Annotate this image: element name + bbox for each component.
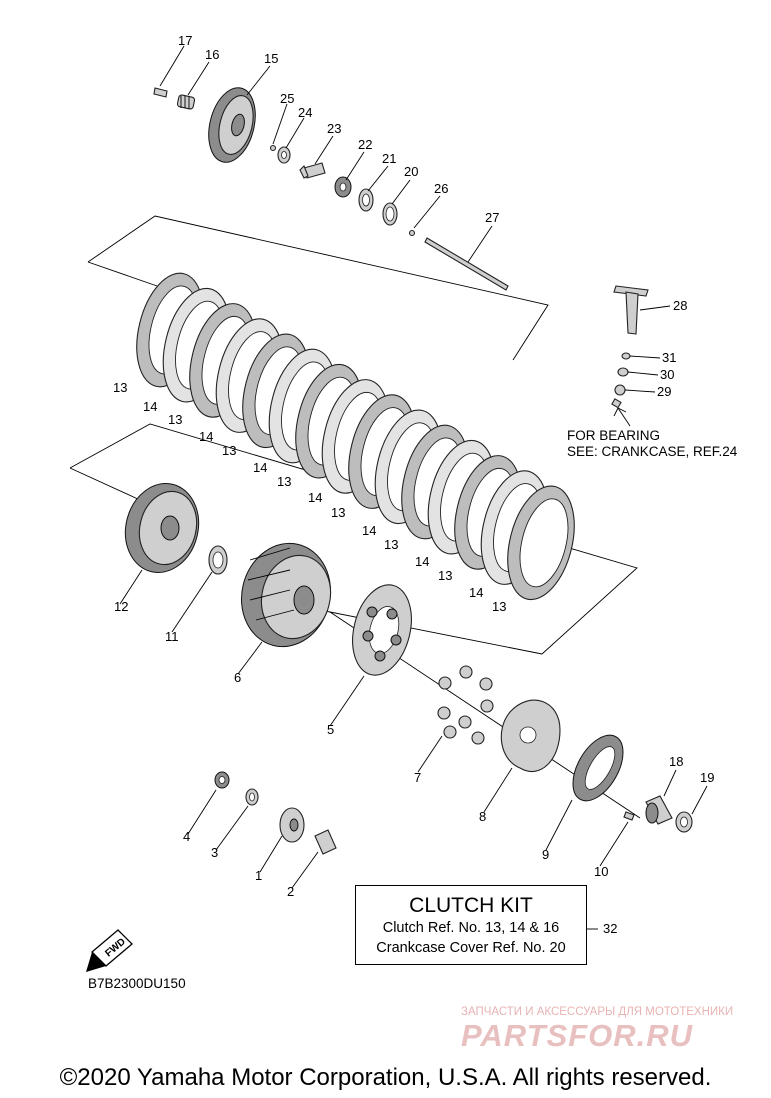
callout-1: 1 bbox=[255, 868, 262, 883]
diagram-code: B7B2300DU150 bbox=[88, 976, 186, 991]
starter-clutch-group bbox=[329, 584, 693, 833]
copyright: ©2020 Yamaha Motor Corporation, U.S.A. A… bbox=[59, 1064, 712, 1091]
callout-32: 32 bbox=[603, 921, 617, 936]
watermark-brand: PARTSFOR.RU bbox=[461, 1018, 694, 1053]
callout-10: 10 bbox=[594, 864, 608, 879]
callout-14-d: 14 bbox=[308, 490, 322, 505]
clutch-kit-line1: Clutch Ref. No. 13, 14 & 16 bbox=[382, 920, 560, 936]
callout-16: 16 bbox=[205, 47, 219, 62]
callout-4: 4 bbox=[183, 829, 190, 844]
callout-15: 15 bbox=[264, 51, 278, 66]
callout-12: 12 bbox=[114, 599, 128, 614]
callout-6: 6 bbox=[234, 670, 241, 685]
callout-24: 24 bbox=[298, 105, 312, 120]
callout-26: 26 bbox=[434, 181, 448, 196]
callout-7: 7 bbox=[414, 770, 421, 785]
callout-13-a: 13 bbox=[113, 380, 127, 395]
callout-13-h: 13 bbox=[492, 599, 506, 614]
callout-13-g: 13 bbox=[438, 568, 452, 583]
clutch-kit-title: CLUTCH KIT bbox=[409, 894, 533, 917]
clutch-kit-line2: Crankcase Cover Ref. No. 20 bbox=[376, 940, 566, 956]
callout-11: 11 bbox=[165, 629, 179, 644]
lower-parts bbox=[214, 771, 337, 855]
callout-9: 9 bbox=[542, 847, 549, 862]
callout-25: 25 bbox=[280, 91, 294, 106]
callout-19: 19 bbox=[700, 770, 714, 785]
callout-13-f: 13 bbox=[384, 537, 398, 552]
callout-20: 20 bbox=[404, 164, 418, 179]
bearing-note-line2: SEE: CRANKCASE, REF.24 bbox=[567, 444, 738, 459]
callout-13-d: 13 bbox=[277, 474, 291, 489]
callout-2: 2 bbox=[287, 884, 294, 899]
callouts: 17 16 15 25 24 23 22 21 20 26 27 28 31 3… bbox=[113, 33, 714, 936]
callout-22: 22 bbox=[358, 137, 372, 152]
callout-27: 27 bbox=[485, 210, 499, 225]
clutch-boss-group bbox=[124, 482, 332, 648]
callout-5: 5 bbox=[327, 722, 334, 737]
plate-bore bbox=[519, 498, 569, 588]
pressure-plate-group bbox=[153, 87, 509, 291]
watermark-tagline: ЗАПЧАСТИ И АКСЕССУАРЫ ДЛЯ МОТОТЕХНИКИ bbox=[461, 1006, 733, 1018]
callout-28: 28 bbox=[673, 298, 687, 313]
callout-14-b: 14 bbox=[199, 429, 213, 444]
leader-lines bbox=[119, 45, 708, 930]
callout-18: 18 bbox=[669, 754, 683, 769]
callout-8: 8 bbox=[479, 809, 486, 824]
callout-13-e: 13 bbox=[331, 505, 345, 520]
callout-14-f: 14 bbox=[415, 554, 429, 569]
callout-13-b: 13 bbox=[168, 412, 182, 427]
callout-14-a: 14 bbox=[143, 399, 157, 414]
callout-13-c: 13 bbox=[222, 443, 236, 458]
clutch-plates bbox=[136, 272, 575, 601]
callout-14-g: 14 bbox=[469, 585, 483, 600]
callout-30: 30 bbox=[660, 367, 674, 382]
fwd-arrow-icon: FWD bbox=[86, 929, 133, 972]
callout-14-e: 14 bbox=[362, 523, 376, 538]
bearing-note-line1: FOR BEARING bbox=[567, 428, 660, 443]
callout-31: 31 bbox=[662, 350, 676, 365]
callout-29: 29 bbox=[657, 384, 671, 399]
bearing-parts bbox=[611, 285, 649, 409]
callout-14-c: 14 bbox=[253, 460, 267, 475]
callout-3: 3 bbox=[211, 845, 218, 860]
callout-21: 21 bbox=[382, 151, 396, 166]
callout-17: 17 bbox=[178, 33, 192, 48]
clutch-kit-box: CLUTCH KIT Clutch Ref. No. 13, 14 & 16 C… bbox=[355, 885, 587, 965]
callout-23: 23 bbox=[327, 121, 341, 136]
